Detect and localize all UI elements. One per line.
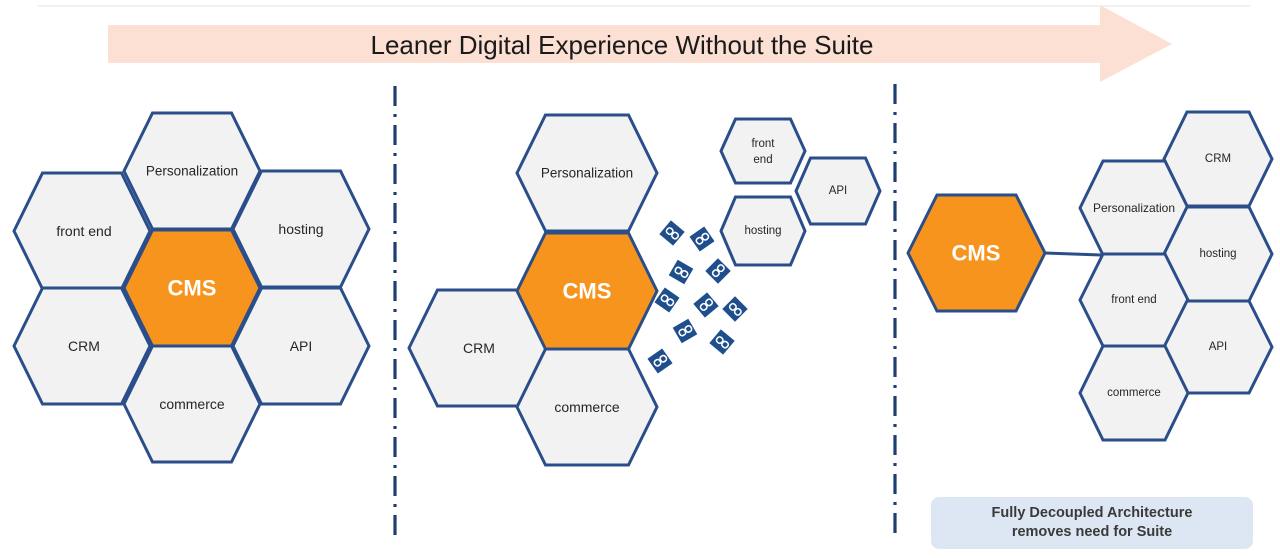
hex-hosting-small xyxy=(719,195,807,267)
label-crm: CRM xyxy=(463,340,495,356)
broken-chain-link-icon xyxy=(668,259,694,285)
label-cms: CMS xyxy=(952,241,1001,266)
label-personalization: Personalization xyxy=(541,166,633,181)
label-front: front xyxy=(751,138,775,150)
broken-chain-link-icon xyxy=(647,348,673,374)
decoupled-note: Fully Decoupled Architecture removes nee… xyxy=(931,497,1253,549)
progress-arrow xyxy=(108,5,1172,82)
panel-suite: Personalization front end hosting CRM AP… xyxy=(12,111,371,464)
label-personalization: Personalization xyxy=(146,164,238,179)
label-cms: CMS xyxy=(563,279,612,304)
label-personalization: Personalization xyxy=(1093,201,1175,215)
broken-chain-link-icon xyxy=(705,258,731,284)
label-cms: CMS xyxy=(168,276,217,301)
hex-cms xyxy=(122,228,262,348)
panel-breaking-apart: Personalization CRM commerce CMS front e… xyxy=(407,113,882,467)
broken-chain-link-icon xyxy=(654,287,680,313)
broken-chain-link-icon xyxy=(722,296,748,322)
hex-crm xyxy=(12,286,152,406)
label-front-end: front end xyxy=(1111,294,1156,306)
hex-personalization xyxy=(515,113,659,233)
hex-commerce xyxy=(1078,344,1190,442)
broken-chain-link-icon xyxy=(709,329,735,355)
broken-chain-link-icon xyxy=(659,220,685,246)
hex-cms xyxy=(515,231,659,351)
label-api: API xyxy=(1209,341,1228,353)
label-commerce: commerce xyxy=(554,399,620,415)
note-line-1: Fully Decoupled Architecture xyxy=(991,505,1193,521)
label-api: API xyxy=(829,185,848,197)
panel-decoupled: CMS CRM Personalization hosting front en… xyxy=(906,110,1274,442)
label-crm: CRM xyxy=(68,338,100,354)
broken-chain-link-icon xyxy=(693,292,719,318)
broken-chain-link-icon xyxy=(672,318,698,344)
label-crm: CRM xyxy=(1205,153,1231,165)
label-end: end xyxy=(753,154,772,166)
broken-chain-link-icon xyxy=(689,226,715,252)
hex-cms xyxy=(906,193,1047,313)
cms-connector xyxy=(1044,251,1102,257)
label-commerce: commerce xyxy=(159,396,225,412)
hex-api-small xyxy=(794,156,882,226)
label-front-end: front end xyxy=(56,223,111,239)
label-api: API xyxy=(290,338,313,354)
hex-front-end-small xyxy=(719,117,807,185)
label-commerce: commerce xyxy=(1107,387,1161,399)
label-hosting: hosting xyxy=(744,225,781,237)
diagram-title: Leaner Digital Experience Without the Su… xyxy=(371,30,874,60)
note-line-2: removes need for Suite xyxy=(1011,524,1173,540)
label-hosting: hosting xyxy=(278,221,323,237)
broken-links xyxy=(647,220,748,374)
label-hosting: hosting xyxy=(1199,248,1236,260)
